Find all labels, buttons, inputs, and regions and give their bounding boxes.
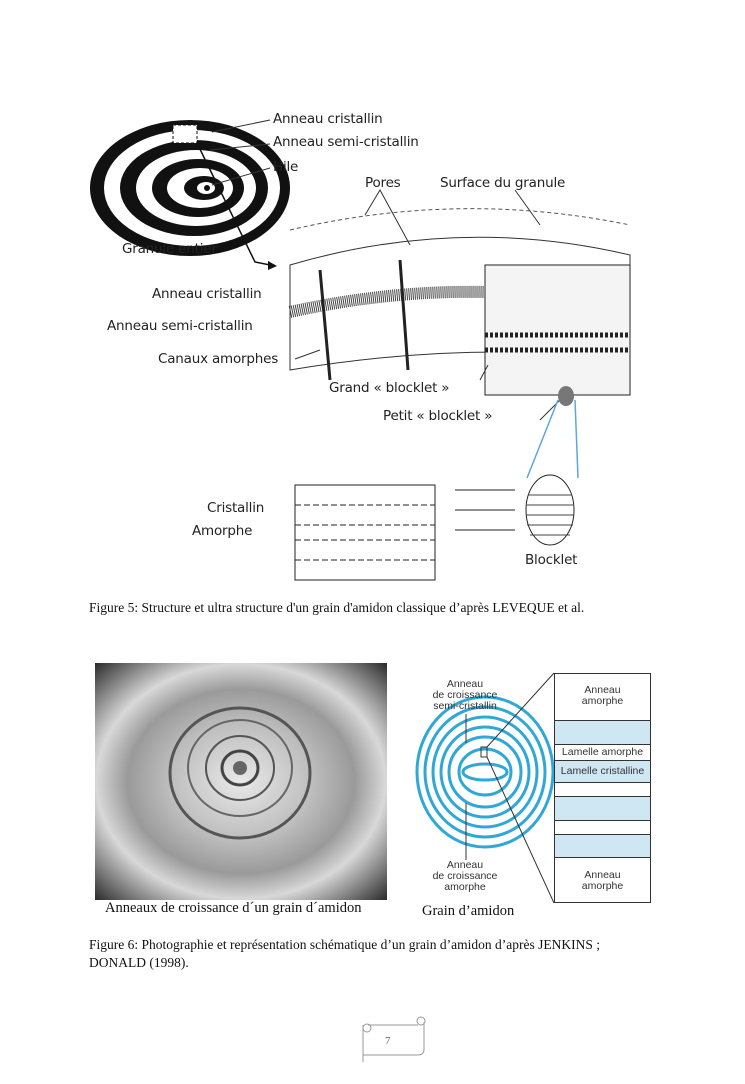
label-petit-blocklet: Petit « blocklet » <box>383 408 493 424</box>
photo-caption: Anneaux de croissance d´un grain d´amido… <box>105 900 362 916</box>
label-granule-entier: Granule entier <box>122 241 217 257</box>
granule-rings <box>90 119 290 270</box>
label-line: amorphe <box>581 695 624 707</box>
band-lamelle-cristalline: Lamelle cristalline <box>555 760 650 782</box>
label-anneau-cristallin: Anneau cristallin <box>152 286 262 302</box>
blocklet-structure <box>294 474 575 581</box>
label-grand-blocklet: Grand « blocklet » <box>329 380 450 396</box>
label-anneau-semi-top: Anneau semi-cristallin <box>273 134 419 150</box>
label-line: amorphe <box>444 881 486 893</box>
label-canaux: Canaux amorphes <box>158 351 279 367</box>
band-lamelle-amorphe: Lamelle amorphe <box>555 744 650 760</box>
label-line: Anneau <box>584 684 621 696</box>
label-line: semi-cristallin <box>433 700 497 712</box>
band-amorphe <box>555 782 650 796</box>
starch-grain-photo <box>95 663 387 900</box>
figure5-caption: Figure 5: Structure et ultra structure d… <box>89 600 585 615</box>
label-line: Anneau <box>446 678 484 690</box>
figure5-diagram <box>90 119 631 581</box>
schema-caption: Grain d’amidon <box>422 903 515 919</box>
figure6-caption-line1: Figure 6: Photographie et représentation… <box>89 937 600 952</box>
label-amorphe: Amorphe <box>192 523 253 539</box>
label-line: Anneau <box>584 869 621 881</box>
band-label: Lamelle amorphe <box>561 746 644 758</box>
label-line: de croissance <box>432 870 498 882</box>
band-cristalline <box>555 834 650 857</box>
label-cristallin: Cristallin <box>207 500 265 516</box>
band-label: Lamelle cristalline <box>560 765 645 777</box>
label-line: amorphe <box>581 880 624 892</box>
label-surface: Surface du granule <box>440 175 566 191</box>
band-amorphe <box>555 820 650 834</box>
label-blocklet: Blocklet <box>525 552 578 568</box>
figure6-caption-line2: DONALD (1998). <box>89 955 189 970</box>
label-line: de croissance <box>432 689 498 701</box>
label-anneau-semi: Anneau semi-cristallin <box>107 318 253 334</box>
label-anneau-cristallin-top: Anneau cristallin <box>273 111 383 127</box>
band-cristalline <box>555 796 650 820</box>
label-pores: Pores <box>365 175 401 191</box>
band-cristalline <box>555 720 650 744</box>
page-number: 7 <box>385 1035 391 1047</box>
label-line: Anneau <box>446 859 484 871</box>
granule-section <box>288 188 631 479</box>
label-hile: Hile <box>273 159 299 175</box>
